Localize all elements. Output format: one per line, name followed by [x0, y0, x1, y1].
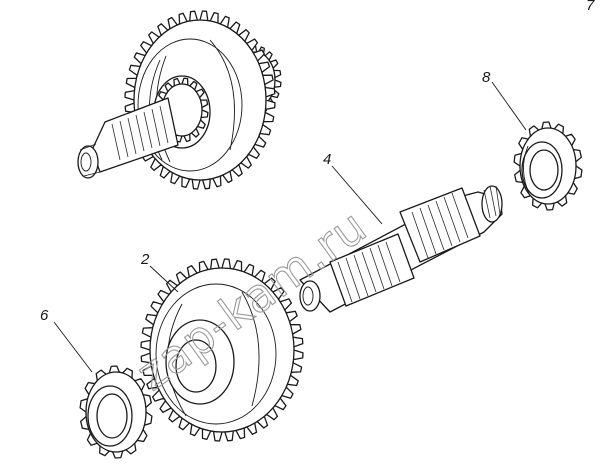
- ring-8: [513, 121, 583, 211]
- leader-2: [149, 265, 179, 293]
- label-6: 6: [40, 307, 49, 324]
- label-8: 8: [482, 69, 491, 86]
- leader-6: [53, 321, 93, 373]
- leader-8: [491, 81, 527, 131]
- shaft-4: [299, 185, 503, 313]
- corner-mark: 7: [586, 0, 595, 14]
- leader-4: [331, 165, 383, 225]
- ring-6: [79, 365, 153, 459]
- label-2: 2: [140, 251, 150, 268]
- gear-2: [140, 258, 304, 442]
- top-gear-assembly: [77, 10, 282, 190]
- label-4: 4: [323, 151, 331, 168]
